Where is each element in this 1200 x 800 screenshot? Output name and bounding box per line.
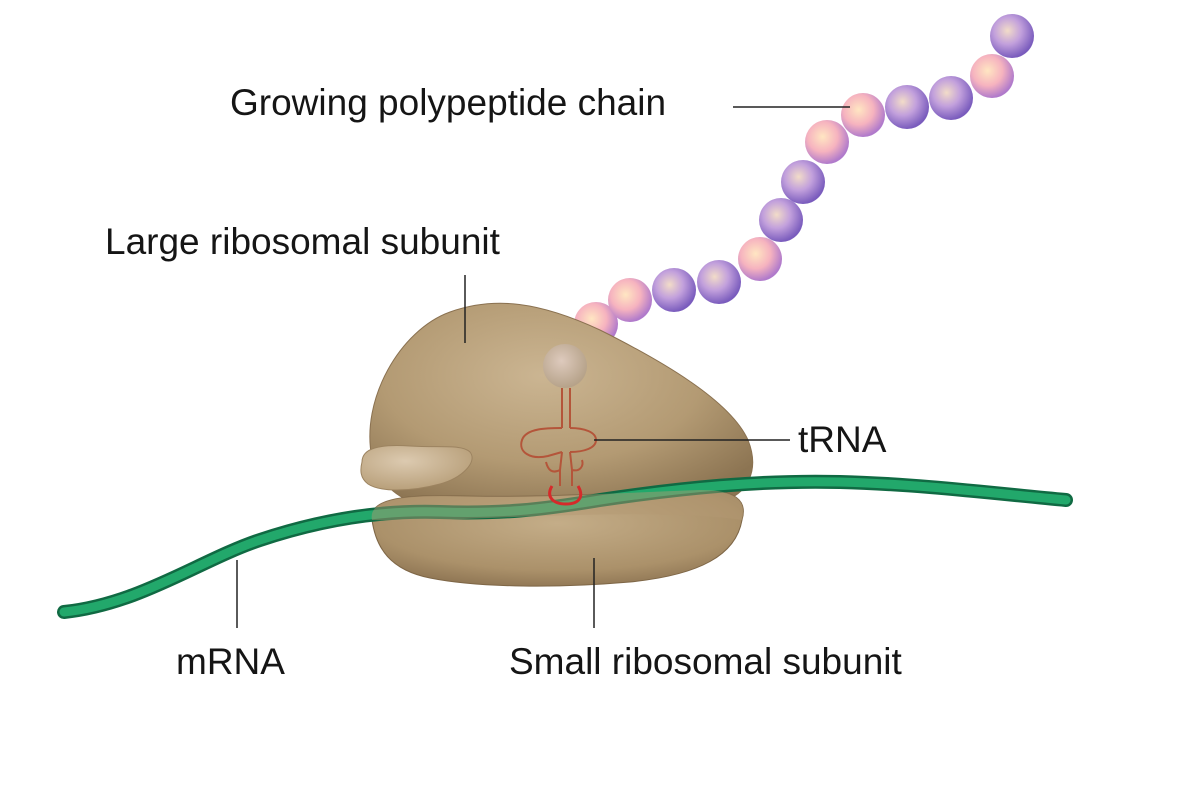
trna-label: tRNA [798,419,887,460]
mrna-label: mRNA [176,641,285,682]
small-subunit-label: Small ribosomal subunit [509,641,902,682]
small-subunit-overlay [371,490,744,521]
amino-acid-bead [759,198,803,242]
large-ribosomal-subunit [360,302,754,511]
amino-acid-bead [805,120,849,164]
amino-acid-bead [738,237,782,281]
amino-acid-bead [929,76,973,120]
amino-acid-bead [608,278,652,322]
amino-acid-bead [841,93,885,137]
trna-molecule [520,388,598,486]
exit-site-bead [543,344,587,388]
amino-acid-bead [652,268,696,312]
amino-acid-bead [885,85,929,129]
anticodon-loop [548,485,583,506]
amino-acid-bead [970,54,1014,98]
amino-acid-bead [781,160,825,204]
amino-acid-bead [990,14,1034,58]
polypeptide-chain [574,14,1034,346]
large-subunit-label: Large ribosomal subunit [105,221,500,262]
amino-acid-bead [697,260,741,304]
polypeptide-label: Growing polypeptide chain [230,82,667,123]
mrna-strand-highlight [59,477,1071,617]
